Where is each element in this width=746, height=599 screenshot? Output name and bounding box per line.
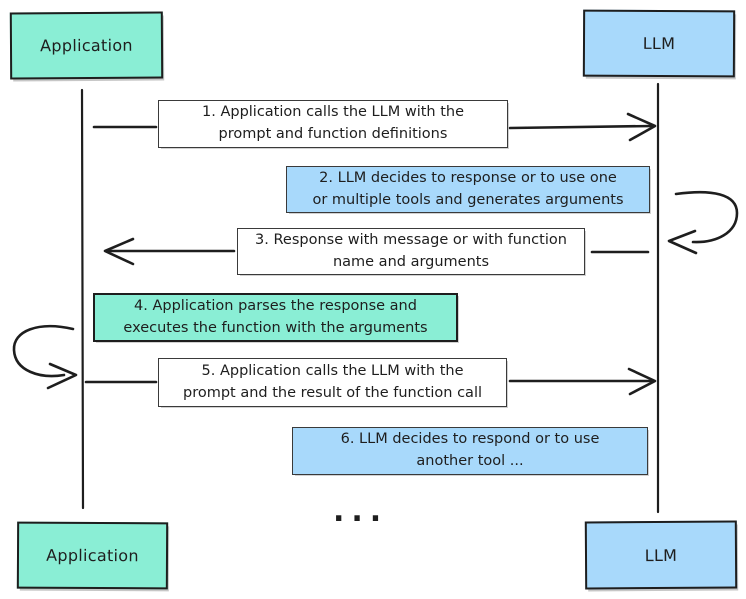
message-step-4: 4. Application parses the response and e… — [93, 293, 458, 342]
message-step-2: 2. LLM decides to response or to use one… — [286, 166, 650, 213]
message-step-6: 6. LLM decides to respond or to use anot… — [292, 427, 648, 475]
arrow-step-1 — [92, 112, 657, 142]
actor-label: Application — [40, 35, 133, 56]
actor-llm-bottom: LLM — [584, 520, 738, 590]
actor-label: LLM — [642, 33, 676, 54]
llm-self-loop-arrow — [667, 190, 739, 255]
actor-label: LLM — [644, 545, 678, 565]
arrow-step-3 — [103, 237, 650, 266]
arrow-step-5 — [84, 367, 657, 396]
application-lifeline — [80, 88, 85, 510]
actor-label: Application — [46, 545, 139, 566]
message-text: 4. Application parses the response and e… — [123, 297, 428, 336]
message-text: 6. LLM decides to respond or to use anot… — [340, 431, 600, 469]
application-self-loop-arrow — [12, 324, 78, 390]
message-text: 2. LLM decides to response or to use one… — [312, 169, 624, 208]
message-step-3: 3. Response with message or with functio… — [237, 228, 585, 275]
message-text: 3. Response with message or with functio… — [255, 231, 567, 270]
actor-application-bottom: Application — [16, 521, 169, 590]
message-step-5: 5. Application calls the LLM with the pr… — [158, 358, 507, 407]
continuation-ellipsis: ... — [333, 494, 389, 529]
message-text: 5. Application calls the LLM with the pr… — [182, 362, 482, 401]
message-text: 1. Application calls the LLM with the pr… — [202, 104, 464, 142]
actor-llm-top: LLM — [582, 9, 736, 78]
actor-application-top: Application — [9, 11, 164, 80]
message-step-1: 1. Application calls the LLM with the pr… — [158, 100, 508, 148]
